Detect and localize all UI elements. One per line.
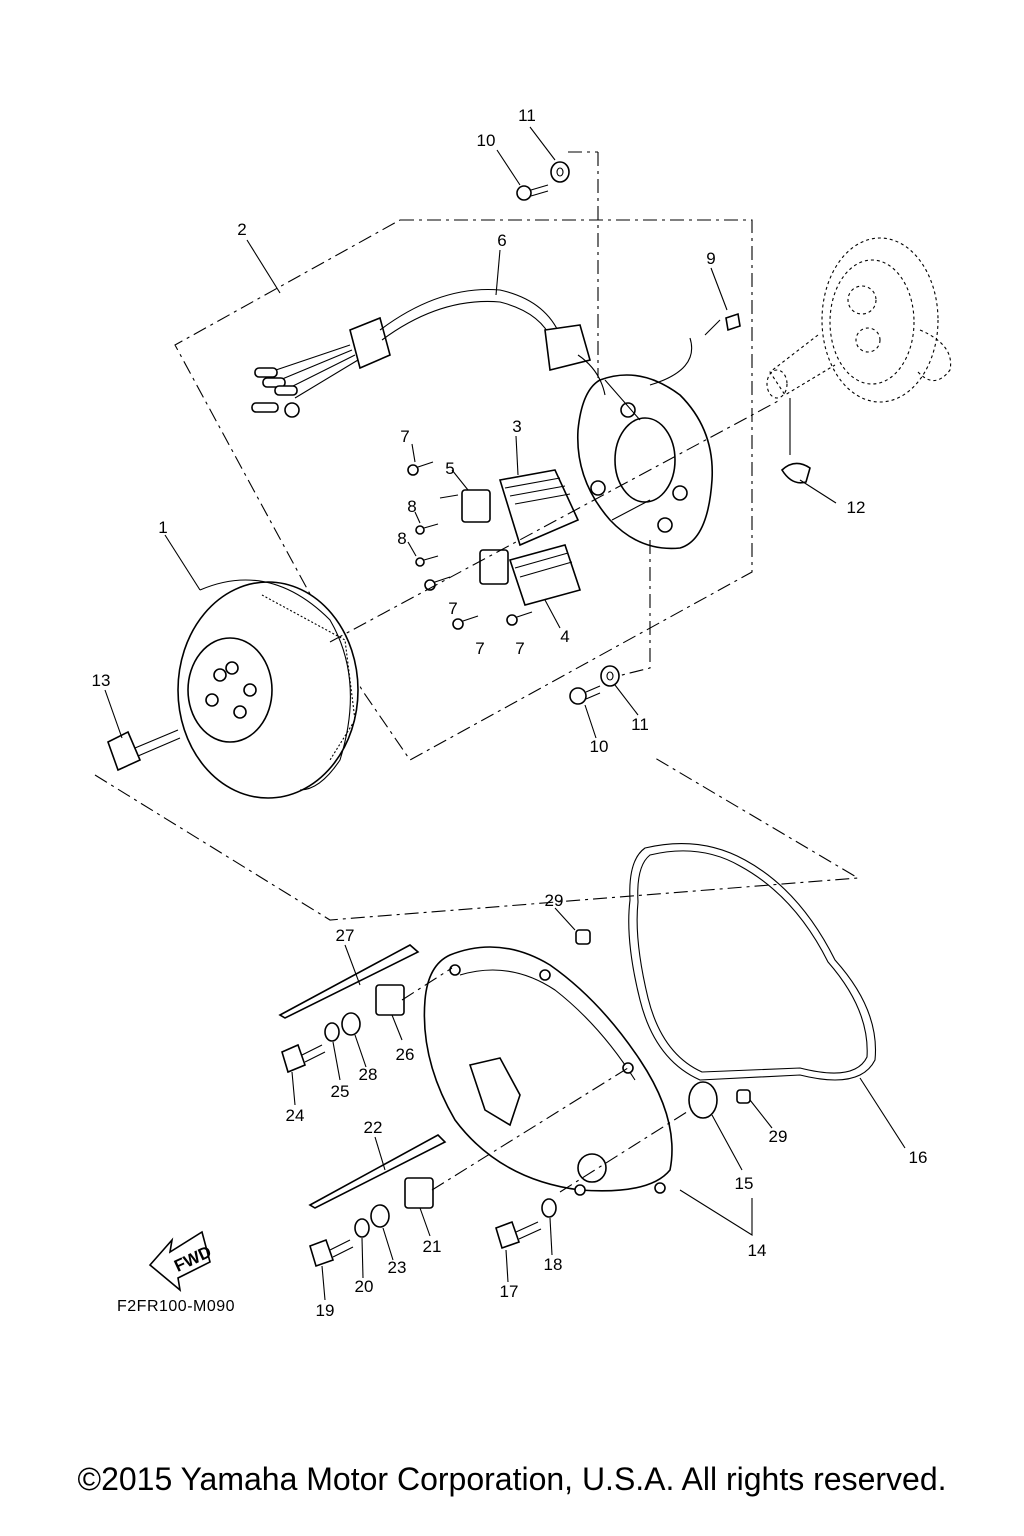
flywheel-rotor: [177, 579, 359, 799]
callout-7d: 7: [515, 639, 524, 658]
callout-29a: 29: [545, 891, 564, 910]
fasteners-stator: [107, 161, 741, 772]
callout-29b: 29: [769, 1127, 788, 1146]
callout-19: 19: [316, 1301, 335, 1320]
callout-21: 21: [423, 1237, 442, 1256]
callout-14: 14: [748, 1241, 767, 1260]
callout-7c: 7: [475, 639, 484, 658]
stator-assembly-boundary: [174, 219, 753, 761]
callout-20: 20: [355, 1277, 374, 1296]
callout-8a: 8: [407, 497, 416, 516]
stator-coil-upper: [498, 469, 580, 547]
callout-3: 3: [512, 417, 521, 436]
forward-direction-arrow: FWD: [148, 1230, 214, 1292]
wire-harness: [251, 288, 721, 418]
callout-1: 1: [158, 518, 167, 537]
callout-4: 4: [560, 627, 569, 646]
generator-cover: [423, 946, 673, 1196]
callout-10: 10: [477, 131, 496, 150]
stator-coil-lower: [508, 544, 582, 606]
callout-7a: 7: [400, 427, 409, 446]
callout-5: 5: [445, 459, 454, 478]
callout-10b: 10: [590, 737, 609, 756]
woodruff-key: [780, 462, 811, 484]
callout-labels: 11 10 2 6 9 3 7 5 8 8 12 1 7 7 7 4 13 11…: [92, 106, 928, 1320]
fasteners-cover: [278, 929, 751, 1268]
callout-16: 16: [909, 1148, 928, 1167]
callout-25: 25: [331, 1082, 350, 1101]
callout-15: 15: [735, 1174, 754, 1193]
cover-gasket: [628, 843, 877, 1081]
callout-28: 28: [359, 1065, 378, 1084]
callout-6: 6: [497, 231, 506, 250]
stator-plate: [576, 374, 714, 550]
callout-22: 22: [364, 1118, 383, 1137]
callout-8b: 8: [397, 529, 406, 548]
callout-13: 13: [92, 671, 111, 690]
crankshaft-reference: [766, 237, 952, 403]
copyright-notice: ©2015 Yamaha Motor Corporation, U.S.A. A…: [77, 1461, 947, 1497]
callout-2: 2: [237, 220, 246, 239]
leader-lines: [104, 126, 906, 1301]
callout-24: 24: [286, 1106, 305, 1125]
callout-9: 9: [706, 249, 715, 268]
diagram-code: F2FR100-M090: [117, 1298, 236, 1315]
callout-17: 17: [500, 1282, 519, 1301]
callout-27: 27: [336, 926, 355, 945]
callout-11: 11: [518, 106, 536, 125]
reference-lines: [94, 151, 860, 921]
callout-11b: 11: [631, 715, 649, 734]
callout-18: 18: [544, 1255, 563, 1274]
callout-23: 23: [388, 1258, 407, 1277]
callout-26: 26: [396, 1045, 415, 1064]
callout-7b: 7: [448, 599, 457, 618]
callout-12: 12: [847, 498, 866, 517]
pickup-coil: [461, 489, 509, 585]
